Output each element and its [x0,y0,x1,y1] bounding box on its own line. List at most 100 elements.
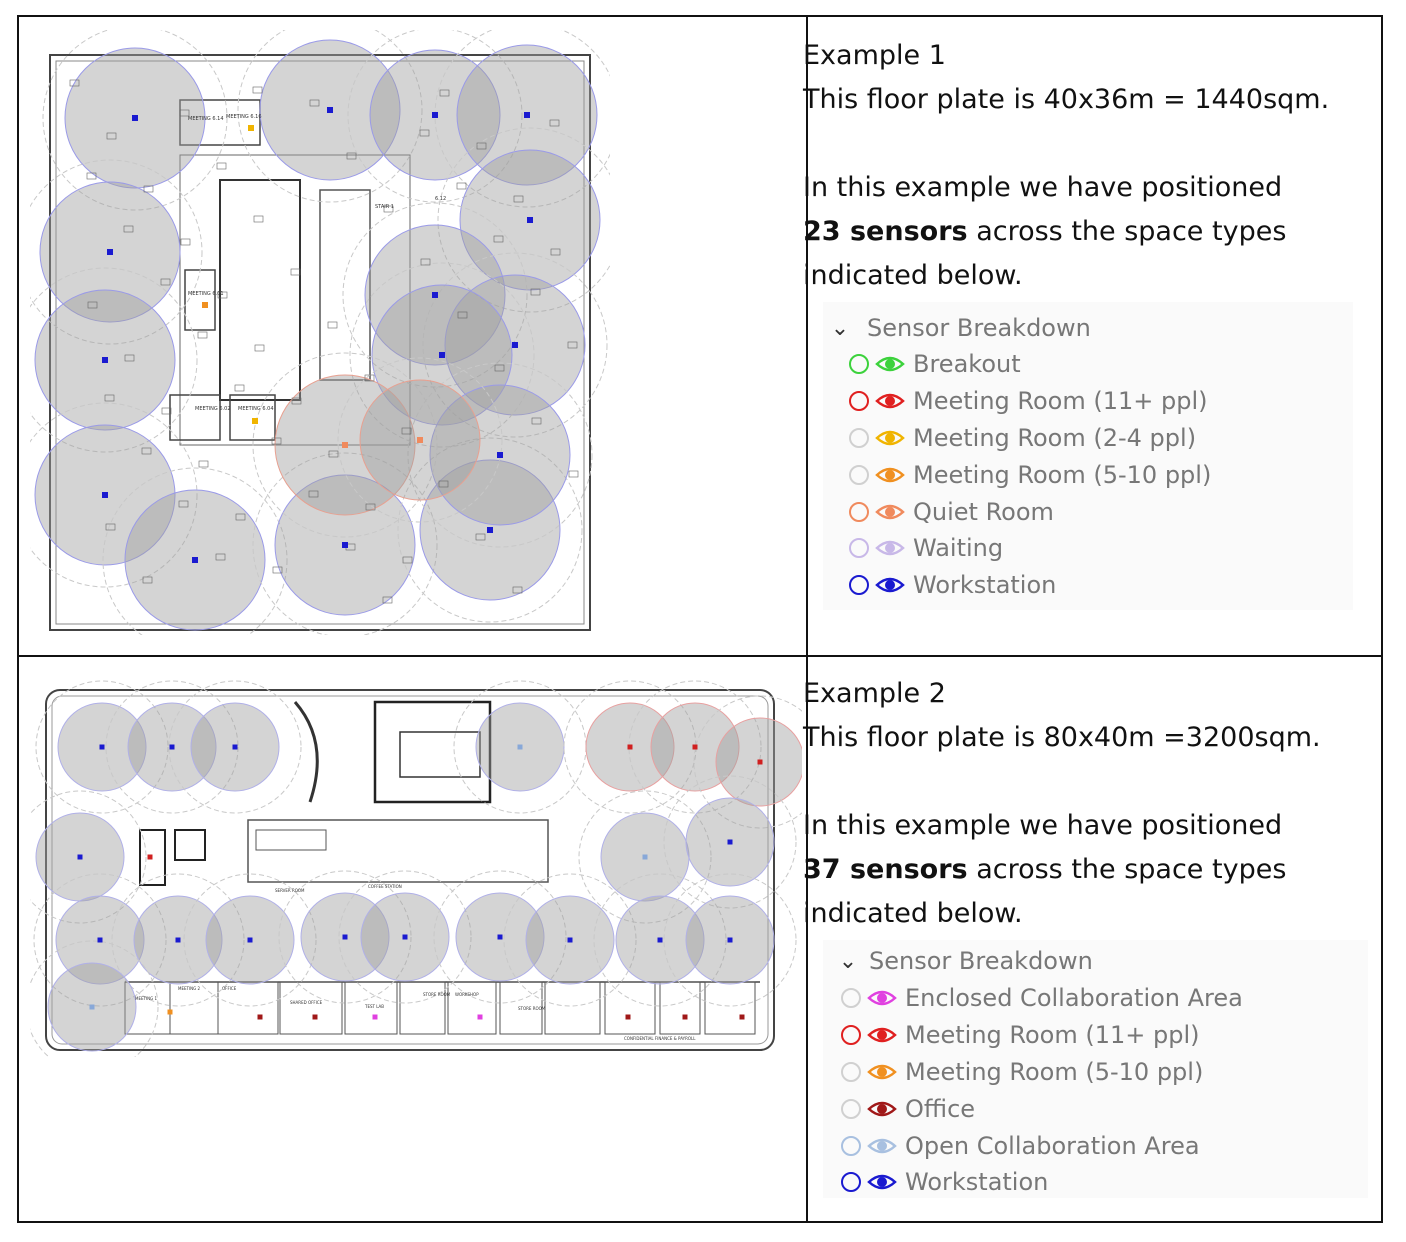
eye-icon[interactable] [875,537,905,559]
chevron-down-icon[interactable]: ⌄ [830,315,850,341]
example2-count-line: 37 sensors across the space types [803,848,1363,892]
coverage-ring [42,30,228,211]
coverage-ring [663,873,797,1007]
desk [178,500,189,508]
legend-item[interactable]: Open Collaboration Area [821,1127,1368,1164]
coverage-ring [337,357,503,523]
coverage-ring [33,873,167,1007]
desk [401,427,412,435]
legend-item[interactable]: Office [821,1090,1368,1127]
toggle-ring-icon[interactable] [849,538,869,559]
eye-icon[interactable] [875,501,905,523]
eye-icon[interactable] [867,1061,897,1083]
desk [531,417,542,425]
toggle-ring-icon[interactable] [849,354,869,375]
sensor-marker [497,452,503,458]
legend-item-label: Workstation [913,571,1057,600]
plan-label: CONFIDENTIAL FINANCE & PAYROLL [624,1036,696,1041]
desk [87,301,98,309]
sensor-marker [97,937,103,943]
coverage-ring [433,870,567,1004]
sensor-marker [147,854,153,860]
coverage-ring [111,873,245,1007]
sensor-marker [107,249,113,255]
room [399,981,446,1035]
toggle-ring-icon[interactable] [849,427,869,448]
eye-icon[interactable] [867,1024,897,1046]
legend-item[interactable]: Workstation [823,567,1353,604]
toggle-ring-icon[interactable] [849,501,869,522]
legend-header[interactable]: ⌄ Sensor Breakdown [831,942,1368,980]
coverage-ring [397,437,583,623]
eye-icon[interactable] [875,574,905,596]
sensor-marker [232,744,238,750]
toggle-ring-icon[interactable] [841,1172,861,1193]
room [217,981,279,1035]
legend-item-label: Waiting [913,534,1004,563]
legend-item[interactable]: Meeting Room (5-10 ppl) [823,456,1353,493]
sensor-marker [497,934,503,940]
room [447,981,497,1035]
toggle-ring-icon[interactable] [841,1098,861,1119]
eye-icon[interactable] [875,427,905,449]
desk [549,119,560,127]
legend-item[interactable]: Quiet Room [823,493,1353,530]
coverage-ring [342,202,528,388]
toggle-ring-icon[interactable] [849,575,869,596]
desk [567,341,578,349]
legend-item[interactable]: Meeting Room (5-10 ppl) [821,1054,1368,1091]
coverage-ring [30,790,147,924]
eye-icon[interactable] [875,353,905,375]
toggle-ring-icon[interactable] [841,1061,861,1082]
legend-item[interactable]: Meeting Room (2-4 ppl) [823,420,1353,457]
sensor-marker [257,1014,263,1020]
room [279,981,343,1035]
desk [235,513,246,521]
desk [180,238,191,246]
legend-item[interactable]: Waiting [823,530,1353,567]
example2-description: Example 2 This floor plate is 80x40m =32… [803,672,1363,936]
desk [383,205,394,213]
toggle-ring-icon[interactable] [849,464,869,485]
desk [291,397,302,405]
sensor-marker [342,934,348,940]
legend-item[interactable]: Enclosed Collaboration Area [821,980,1368,1017]
toggle-ring-icon[interactable] [841,1025,861,1046]
sensor-marker [89,1004,95,1010]
desk [493,235,504,243]
eye-icon[interactable] [875,390,905,412]
legend-header[interactable]: ⌄ Sensor Breakdown [823,310,1353,346]
legend-item[interactable]: Meeting Room (11+ ppl) [823,383,1353,420]
legend-item[interactable]: Workstation [821,1164,1368,1201]
coverage-ring [407,362,593,548]
desk [327,321,338,329]
legend-item[interactable]: Meeting Room (11+ ppl) [821,1017,1368,1054]
eye-icon[interactable] [867,987,897,1009]
desk [124,354,135,362]
desk [438,480,449,488]
eye-icon[interactable] [867,1098,897,1120]
example2-intro: In this example we have positioned [803,810,1283,841]
coverage-ring [30,159,203,345]
coverage-ring [30,267,198,453]
eye-icon[interactable] [867,1171,897,1193]
sensor-marker [342,542,348,548]
legend-item-label: Open Collaboration Area [905,1131,1200,1160]
plan-label: SHARED OFFICE [290,1000,323,1005]
desk [308,490,319,498]
toggle-ring-icon[interactable] [849,391,869,412]
desk [271,437,282,445]
toggle-ring-icon[interactable] [841,988,861,1009]
desk [530,288,541,296]
plan-label: OFFICE [222,986,237,991]
eye-icon[interactable] [867,1135,897,1157]
sensor-marker [247,937,253,943]
chevron-down-icon[interactable]: ⌄ [838,948,858,974]
plan-label: STORE ROOM [423,992,451,997]
sensor-marker [252,418,258,424]
eye-icon[interactable] [875,464,905,486]
toggle-ring-icon[interactable] [841,1135,861,1156]
legend-item[interactable]: Breakout [823,346,1353,383]
legend-item-label: Breakout [913,350,1021,379]
